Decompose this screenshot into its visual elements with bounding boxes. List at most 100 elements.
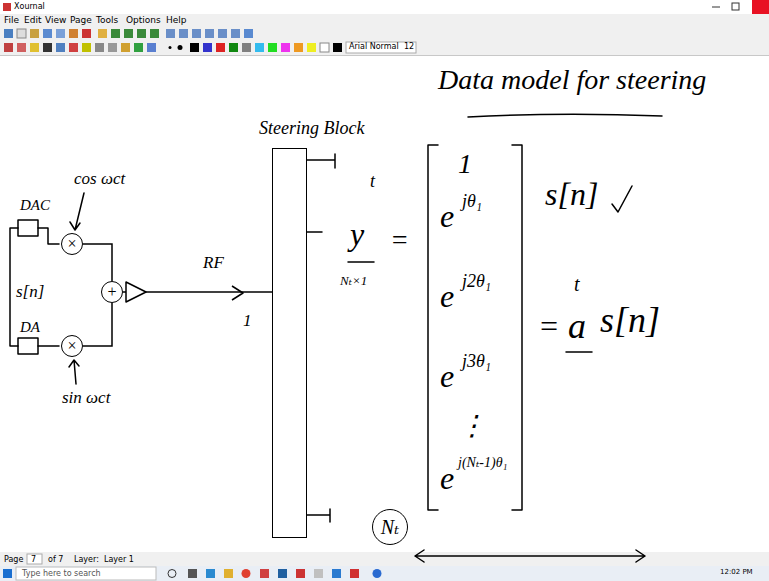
icon xyxy=(166,29,175,38)
icon xyxy=(43,43,52,52)
icon xyxy=(30,43,39,52)
maximize-button xyxy=(732,3,739,10)
icon xyxy=(17,29,26,38)
carrier-label: sin ωct xyxy=(62,389,110,406)
carrier-arrow xyxy=(69,360,79,384)
search-placeholder: Type here to search xyxy=(22,570,101,578)
minimize-button xyxy=(712,7,720,8)
status-text: Layer 1 xyxy=(104,556,134,564)
vector-entry: e xyxy=(440,360,454,392)
color-swatch xyxy=(294,43,303,52)
color-swatch xyxy=(216,43,225,52)
block-label: DA xyxy=(20,320,40,335)
vector-bracket xyxy=(512,145,522,510)
signal-label: s[n] xyxy=(16,283,44,300)
mixer-symbol: × xyxy=(61,233,83,255)
antenna-output xyxy=(307,154,335,168)
font-name: Arial Normal xyxy=(349,43,399,51)
icon xyxy=(137,29,146,38)
menu-item: Tools xyxy=(96,16,118,25)
color-swatch xyxy=(255,43,264,52)
exponent: j(Nₜ-1)θ₁ xyxy=(458,456,507,470)
close-button xyxy=(752,0,769,14)
font-box xyxy=(346,42,416,53)
menu-item: Page xyxy=(70,16,92,25)
menu-item: Help xyxy=(166,16,187,25)
icon xyxy=(98,29,107,38)
carrier-label: cos ωct xyxy=(74,170,125,187)
signal-label: s[n] xyxy=(600,302,660,338)
icon xyxy=(231,29,240,38)
color-swatch xyxy=(190,43,199,52)
icon xyxy=(69,29,78,38)
vector-entry: e xyxy=(440,200,454,232)
status-text: Layer: xyxy=(74,556,99,564)
icon xyxy=(124,29,133,38)
icon xyxy=(30,29,39,38)
thickness-dot xyxy=(169,46,172,49)
color-swatch xyxy=(203,43,212,52)
menu-bar xyxy=(0,14,769,27)
mixer-symbol: × xyxy=(61,335,83,357)
icon xyxy=(179,29,188,38)
icon xyxy=(332,569,341,578)
dac-box xyxy=(18,338,38,354)
exponent: jθ₁ xyxy=(462,192,482,210)
start-button xyxy=(3,569,12,578)
icon xyxy=(56,43,65,52)
title-underline xyxy=(468,114,662,117)
taskbar xyxy=(0,566,769,581)
status-text: of 7 xyxy=(48,556,63,564)
icon xyxy=(134,43,143,52)
block-heading: Steering Block xyxy=(259,119,364,137)
icon xyxy=(278,569,287,578)
color-swatch xyxy=(307,43,316,52)
thickness-dot xyxy=(178,45,183,50)
signal-wire xyxy=(83,303,112,346)
canvas-border xyxy=(0,55,769,56)
icon xyxy=(56,29,65,38)
dimension: Nₜ×1 xyxy=(340,274,367,287)
icon xyxy=(314,569,323,578)
icon xyxy=(296,569,305,578)
color-swatch xyxy=(333,43,342,52)
menu-item: View xyxy=(45,16,66,25)
node-symbol: + xyxy=(107,284,118,300)
exponent: j3θ₁ xyxy=(462,352,491,370)
vector-entry: e xyxy=(440,462,454,494)
signal-label: RF xyxy=(203,254,224,271)
node-symbol: × xyxy=(67,236,78,252)
icon xyxy=(206,569,215,578)
icon xyxy=(4,29,13,38)
superscript: t xyxy=(370,172,375,190)
vector-ellipsis: ⋮ xyxy=(458,412,486,440)
icon xyxy=(108,43,117,52)
color-swatch xyxy=(281,43,290,52)
color-swatch xyxy=(268,43,277,52)
toolbar xyxy=(0,27,769,40)
superscript: t xyxy=(574,274,580,294)
status-bar xyxy=(0,552,769,566)
color-swatch xyxy=(242,43,251,52)
title-bar xyxy=(0,0,769,14)
amplifier-symbol xyxy=(126,282,146,302)
font-size: 12 xyxy=(404,43,414,51)
page-number: 7 xyxy=(31,556,36,564)
block-label: DAC xyxy=(20,198,50,213)
icon xyxy=(17,43,26,52)
icon xyxy=(111,29,120,38)
icon xyxy=(350,569,359,578)
icon xyxy=(205,29,214,38)
wire xyxy=(38,345,59,347)
adder-symbol: + xyxy=(101,281,123,303)
icon xyxy=(43,29,52,38)
sketch-title: Data model for steering xyxy=(438,66,706,94)
vector-underline xyxy=(348,261,374,263)
icon xyxy=(69,43,78,52)
steering-block: Steering Block xyxy=(272,148,307,538)
wire xyxy=(38,228,59,244)
icon xyxy=(82,29,91,38)
search-box xyxy=(16,567,156,580)
icon xyxy=(168,570,176,578)
carrier-arrow xyxy=(70,193,84,230)
